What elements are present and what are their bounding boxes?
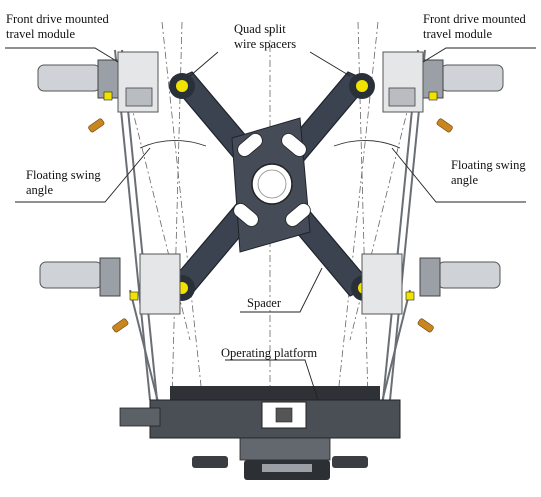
label-front-drive-right-line2: travel module (423, 27, 493, 41)
travel-modules (37, 51, 504, 315)
label-floating-right-line1: Floating swing (451, 158, 526, 172)
label-front-drive-right-line1: Front drive mounted (423, 12, 526, 26)
label-quad-split-line1: Quad split (234, 22, 286, 36)
label-floating-right-line2: angle (451, 173, 479, 187)
label-front-drive-left-line1: Front drive mounted (6, 12, 109, 26)
label-spacer: Spacer (247, 296, 282, 310)
swing-arcs (139, 140, 401, 149)
adjust-handles (88, 118, 453, 333)
label-quad-split-line2: wire spacers (234, 37, 297, 51)
label-front-drive-left-line2: travel module (6, 27, 76, 41)
label-floating-right: Floating swing angle (451, 158, 526, 188)
label-quad-split: Quad split wire spacers (234, 22, 296, 52)
label-floating-left-line2: angle (26, 183, 54, 197)
leader-lines (5, 47, 536, 401)
label-front-drive-right: Front drive mounted travel module (423, 12, 526, 42)
label-operating-platform: Operating platform (221, 346, 318, 360)
wire-clamp-bolts (169, 73, 377, 301)
label-floating-left: Floating swing angle (26, 168, 101, 198)
label-front-drive-left: Front drive mounted travel module (6, 12, 109, 42)
label-floating-left-line1: Floating swing (26, 168, 101, 182)
operating-platform-drawing (119, 386, 401, 480)
